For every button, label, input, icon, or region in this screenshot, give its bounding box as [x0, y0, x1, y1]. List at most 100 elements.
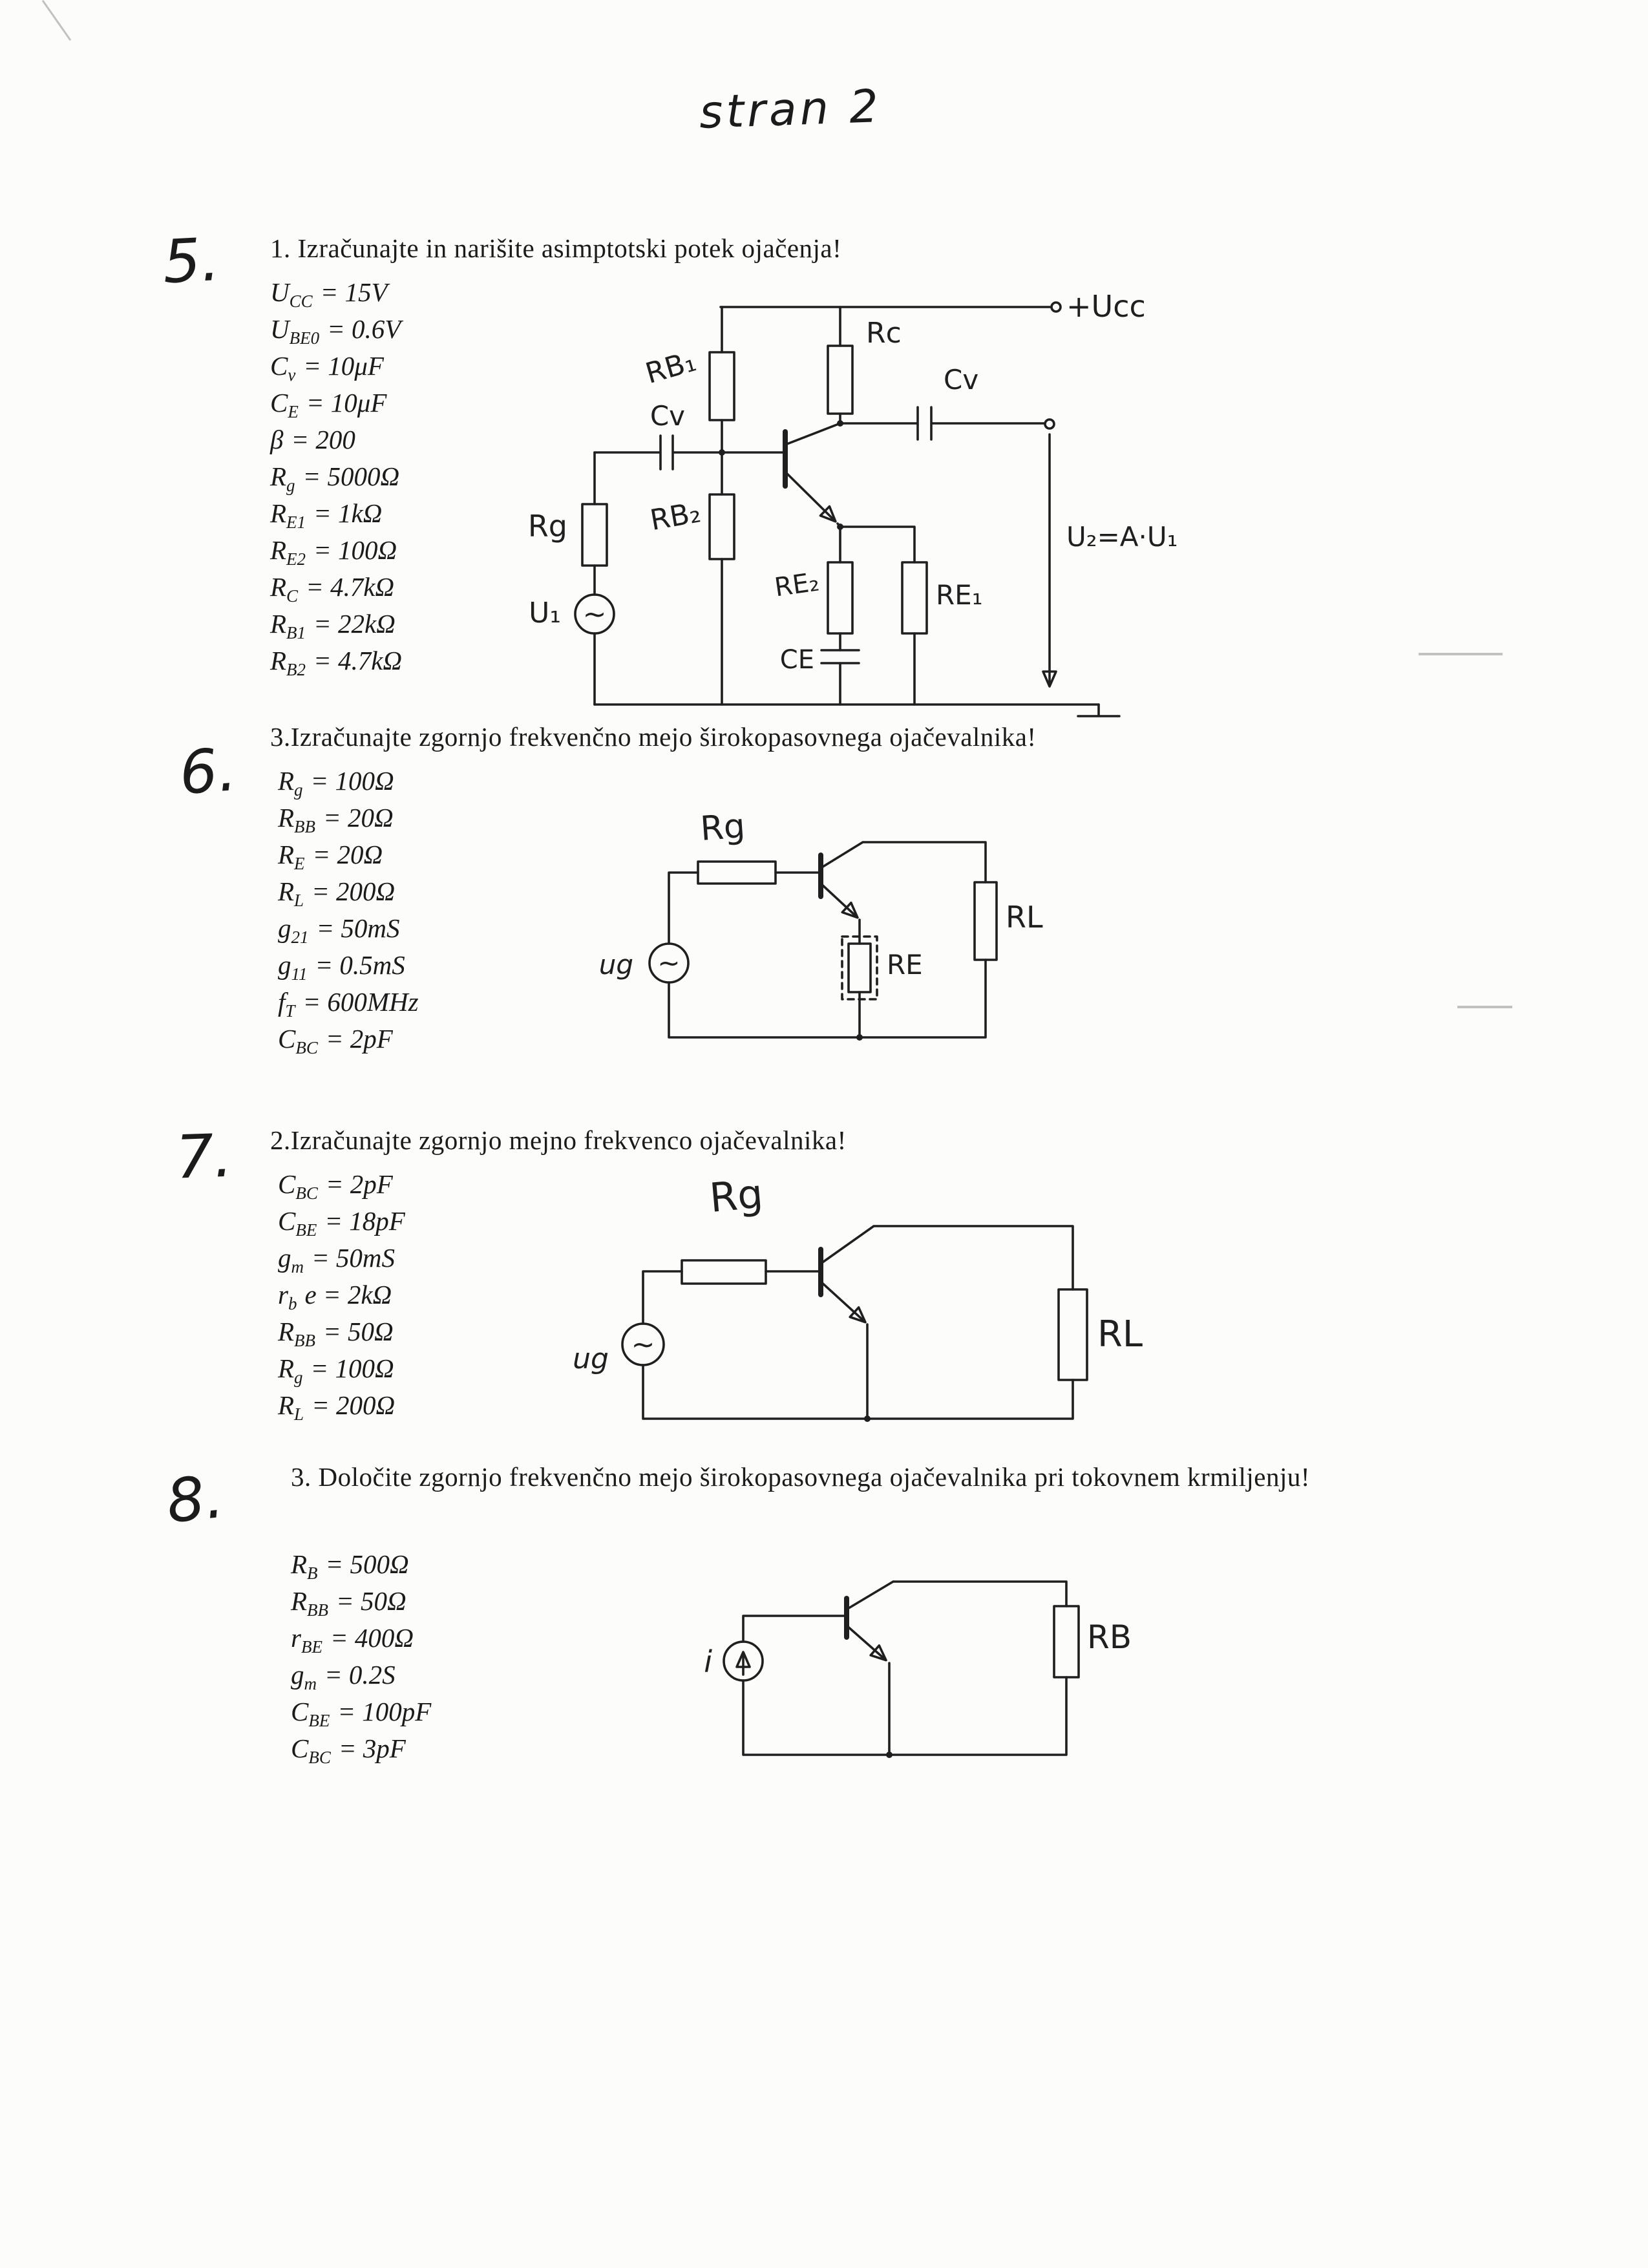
resistor-rb — [1053, 1605, 1080, 1679]
circuit-5-wires — [574, 301, 1121, 717]
source-tilde: ~ — [583, 598, 607, 631]
parameter-line: fT= 600MHz — [278, 984, 419, 1021]
param-subscript: T — [285, 1001, 295, 1021]
param-value: = 0.6V — [327, 314, 401, 344]
param-subscript: E — [294, 854, 305, 874]
param-subscript: BE0 — [289, 328, 320, 348]
param-subscript: g — [294, 780, 303, 800]
param-symbol: R — [278, 1390, 295, 1420]
transistor-emitter-arrow — [819, 882, 859, 919]
parameter-line: RL= 200Ω — [278, 873, 419, 910]
problem-6-margin-number: 6. — [177, 735, 239, 808]
resistor-rb2 — [708, 493, 735, 560]
problem-6-heading: 3.Izračunajte zgornjo frekvenčno mejo ši… — [270, 722, 1037, 752]
voltage-source-u1 — [574, 593, 615, 635]
param-symbol: C — [291, 1697, 309, 1726]
param-subscript: g — [286, 476, 295, 496]
problem-5-heading: 1. Izračunajte in narišite asimptotski p… — [270, 233, 842, 263]
circuit-6-wires — [648, 841, 998, 1041]
param-symbol: β — [270, 425, 284, 454]
parameter-line: RC= 4.7kΩ — [270, 569, 402, 606]
resistor-rl — [1057, 1288, 1088, 1381]
param-value: = 200Ω — [312, 876, 396, 906]
param-symbol: C — [291, 1733, 309, 1763]
param-value: = 50mS — [316, 913, 400, 943]
param-subscript: BB — [294, 817, 316, 837]
param-symbol: R — [270, 535, 287, 565]
param-value: = 100pF — [337, 1697, 432, 1726]
param-symbol: R — [270, 498, 287, 528]
rb1-label: RB₁ — [642, 344, 699, 390]
param-subscript: m — [291, 1257, 304, 1277]
param-value: = 0.2S — [324, 1660, 396, 1690]
parameter-line: Rg = 100Ω — [278, 763, 419, 800]
resistor-rg — [581, 503, 608, 567]
circuit-diagram-problem-5: ~ +Ucc RB₁ Cv RB₂ Rc Cv RE₂ CE RE₁ Rg U₁… — [528, 289, 1178, 717]
param-subscript: BC — [308, 1748, 331, 1768]
transistor-emitter-arrow — [845, 1624, 887, 1662]
param-value: = 15V — [320, 277, 388, 307]
param-symbol: g — [278, 1243, 291, 1273]
param-value: = 100Ω — [310, 1353, 394, 1383]
parameter-line: g11= 0.5mS — [278, 947, 419, 984]
transistor-emitter-arrow — [819, 1280, 867, 1324]
re1-label: RE₁ — [936, 579, 983, 611]
rg-label: Rg — [528, 509, 567, 544]
param-value: = 10μF — [303, 351, 384, 381]
param-subscript: g — [294, 1368, 303, 1388]
parameter-line: g21= 50mS — [278, 910, 419, 947]
parameter-line: RBB= 50Ω — [291, 1583, 431, 1620]
parameter-line: RBB= 20Ω — [278, 800, 419, 836]
param-value: = 2pF — [325, 1169, 393, 1199]
param-subscript: BB — [294, 1331, 316, 1351]
param-value: = 20Ω — [312, 840, 383, 869]
param-value: = 10μF — [306, 388, 387, 418]
param-symbol: U — [270, 314, 290, 344]
circuit-diagram-problem-8: i RB — [704, 1580, 1132, 1758]
ug-label: ug — [599, 949, 633, 980]
param-value: = 4.7kΩ — [313, 646, 403, 675]
param-subscript: B — [307, 1563, 318, 1584]
param-value: = 100Ω — [310, 766, 394, 796]
cv-output-label: Cv — [944, 364, 978, 396]
re2-label: RE₂ — [773, 567, 821, 602]
parameter-line: CBC= 3pF — [291, 1730, 431, 1767]
resistor-rg — [681, 1259, 767, 1285]
parameter-line: Rg= 5000Ω — [270, 458, 402, 495]
param-symbol: C — [278, 1169, 296, 1199]
param-value: = 18pF — [324, 1206, 405, 1236]
parameter-line: Cv= 10μF — [270, 348, 402, 385]
capacitor-cv-input — [659, 434, 674, 471]
param-value: = 2pF — [325, 1024, 393, 1054]
param-value: = 50Ω — [336, 1586, 407, 1616]
param-symbol: R — [278, 766, 295, 796]
param-symbol: C — [278, 1206, 296, 1236]
parameter-line: CE= 10μF — [270, 385, 402, 421]
param-symbol: f — [278, 987, 286, 1017]
param-symbol: R — [278, 1353, 295, 1383]
param-symbol: R — [291, 1586, 308, 1616]
param-symbol: C — [270, 351, 288, 381]
param-subscript: BE — [295, 1220, 317, 1240]
resistor-rb1 — [708, 351, 735, 421]
param-subscript: L — [294, 1404, 304, 1425]
ce-label: CE — [780, 645, 814, 675]
parameter-line: RL= 200Ω — [278, 1387, 405, 1424]
param-value: = 50mS — [312, 1243, 396, 1273]
parameter-line: Rg = 100Ω — [278, 1350, 405, 1387]
param-symbol: C — [270, 388, 288, 418]
param-subscript: b — [288, 1294, 297, 1314]
u1-label: U₁ — [529, 597, 561, 630]
param-symbol: C — [278, 1024, 296, 1054]
re-dashed-box — [841, 935, 878, 1001]
parameter-line: RE2= 100Ω — [270, 532, 402, 569]
param-symbol: R — [270, 646, 287, 675]
param-subscript: BC — [295, 1038, 318, 1058]
parameter-line: UCC= 15V — [270, 274, 402, 311]
param-value: = 22kΩ — [313, 609, 396, 639]
parameter-line: RB2= 4.7kΩ — [270, 642, 402, 679]
problem-7-margin-number: 7. — [174, 1121, 234, 1192]
i-label: i — [704, 1644, 712, 1679]
